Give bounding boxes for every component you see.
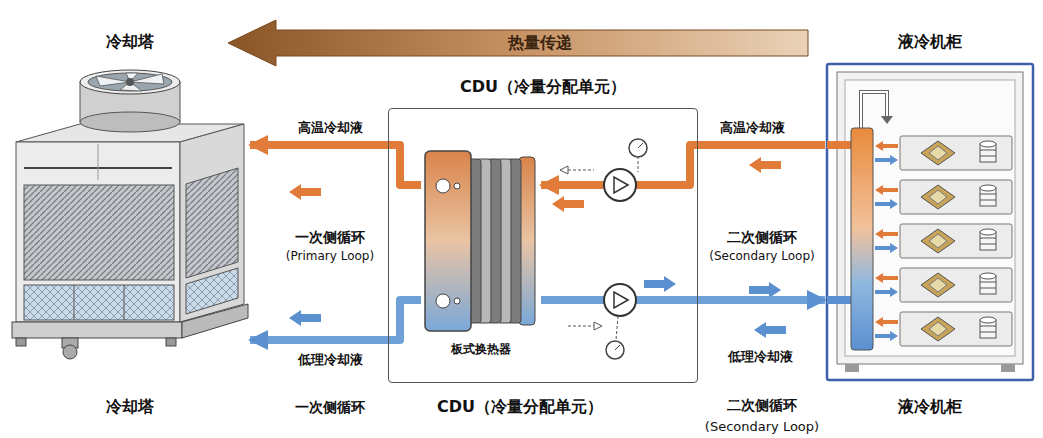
cabinet-drawing-part: [875, 268, 1012, 302]
caption-label: (Primary Loop): [286, 249, 374, 263]
pump-gauge-set-part: [637, 156, 638, 172]
node-title: 冷却塔: [106, 32, 154, 51]
caption-label: 冷却塔: [106, 397, 154, 416]
cabinet-drawing-part: [881, 116, 893, 124]
cabinet-drawing-part: [861, 92, 887, 128]
cabinet-drawing-part: [845, 364, 859, 372]
cabinet: 液冷机柜: [825, 62, 1035, 384]
flow-arrow-part: [289, 310, 321, 326]
cooling-tower-drawing-part: [63, 345, 77, 359]
cabinet-drawing-part: [851, 128, 873, 350]
pump-gauge-set-part: [606, 341, 624, 359]
caption-label: (Secondary Loop): [705, 419, 819, 435]
caption-label: CDU（冷量分配单元）: [437, 397, 603, 416]
heat-arrow-part: [228, 20, 808, 66]
pump-gauge-set-part: [568, 169, 594, 170]
caption-label: 二次侧循环: [727, 229, 797, 246]
pipe-label: 低理冷却液: [296, 352, 365, 368]
pump-gauge-set-part: [552, 196, 584, 212]
pump-gauge-set-part: [614, 177, 628, 193]
pump-gauge-set-part: [594, 322, 602, 330]
cabinet-drawing-part: [875, 312, 1012, 346]
cooling-tower-drawing-part: [16, 142, 180, 322]
plate-heat-exchanger-drawing-part: [425, 151, 471, 331]
flow-arrow: [289, 157, 786, 338]
cooling-tower-drawing-part: [182, 304, 248, 338]
cabinet-drawing-part: [827, 296, 851, 304]
cabinet-drawing-part: [875, 136, 1012, 170]
cooling-tower-drawing-part: [98, 144, 99, 180]
plate-heat-exchanger-drawing-part: [454, 183, 460, 189]
pipe-label: 高温冷却液: [296, 120, 365, 136]
cooling-tower-drawing-part: [166, 338, 176, 346]
caption-label: 液冷机柜: [898, 397, 962, 416]
cooling-tower-drawing-part: [24, 285, 174, 320]
cabinet-drawing-part: [827, 141, 851, 149]
node-title: 液冷机柜: [898, 32, 962, 51]
pump-gauge-set-part: [604, 284, 636, 316]
caption-label: 一次侧循环: [295, 399, 365, 416]
cooling-tower-drawing-part: [24, 185, 174, 280]
caption-label: 二次侧循环: [727, 397, 797, 414]
hot-pipe: [541, 145, 825, 185]
cooling-tower-drawing-part: [186, 168, 238, 278]
cooling-tower-drawing-part: [186, 268, 238, 314]
caption-label: 热量传递: [508, 33, 572, 52]
cabinet-drawing-part: [845, 80, 1015, 356]
cooling-tower-drawing-part: [96, 73, 164, 91]
cabinet-drawing-part: [875, 180, 1012, 214]
pump-gauge-set-part: [604, 169, 636, 201]
plate-heat-exchanger-drawing: [421, 151, 541, 331]
cdu-box: CDU（冷量分配单元） 板式换热器: [388, 108, 698, 383]
pump-gauge-set-part: [629, 139, 647, 157]
plate-heat-exchanger-drawing-part: [436, 179, 450, 193]
cooling-tower-drawing-part: [88, 73, 172, 91]
node-title: 板式换热器: [451, 342, 511, 356]
cabinet-drawing: [825, 62, 1035, 384]
heat-arrow: [228, 20, 808, 66]
cooling-tower-drawing: [10, 60, 250, 365]
cold-pipe: [250, 300, 421, 340]
pump-gauge-set-part: [614, 292, 628, 308]
cabinet-drawing-part: [861, 92, 887, 128]
cabinet-drawing-part: [875, 224, 1012, 258]
cooling-tower-drawing-part: [74, 285, 75, 320]
cabinet-drawing-part: [1001, 364, 1015, 372]
node-title: CDU（冷量分配单元）: [460, 77, 626, 96]
pump-gauge-set-part: [615, 345, 620, 350]
pipe-label: 低理冷却液: [726, 349, 795, 365]
flow-arrow-part: [749, 282, 781, 298]
flow-arrow-part: [289, 184, 321, 200]
caption-label: (Secondary Loop): [709, 249, 815, 263]
cooling-tower-drawing-part: [12, 322, 182, 338]
caption-label: 一次侧循环: [295, 229, 365, 246]
cold-pipe: [541, 296, 825, 304]
cabinet-drawing-part: [827, 64, 1033, 380]
plate-heat-exchanger-drawing-part: [454, 298, 460, 304]
cooling-tower: 冷却塔: [10, 60, 250, 365]
pump-gauge-set-part: [638, 143, 643, 148]
pump-gauge-set-part: [644, 276, 676, 292]
cooling-tower-drawing-part: [180, 124, 244, 322]
cooling-tower-drawing-part: [80, 70, 180, 94]
cooling-tower-drawing-part: [80, 112, 180, 132]
cooling-tower-drawing-part: [126, 78, 134, 86]
cabinet-drawing-part: [837, 72, 1023, 364]
pipe-label: 高温冷却液: [718, 120, 787, 136]
heat-exchanger: 板式换热器: [421, 151, 541, 331]
hot-pipe: [250, 145, 421, 185]
pump-gauge-set-part: [616, 316, 618, 340]
cooling-tower-drawing-part: [16, 338, 26, 346]
flow-arrow-part: [754, 322, 786, 338]
flow-arrow-part: [749, 157, 781, 173]
pump-gauge-set-part: [568, 325, 594, 326]
pump-gauge-set-part: [560, 166, 568, 174]
cooling-tower-drawing-part: [124, 285, 125, 320]
plate-heat-exchanger-drawing-part: [436, 294, 450, 308]
